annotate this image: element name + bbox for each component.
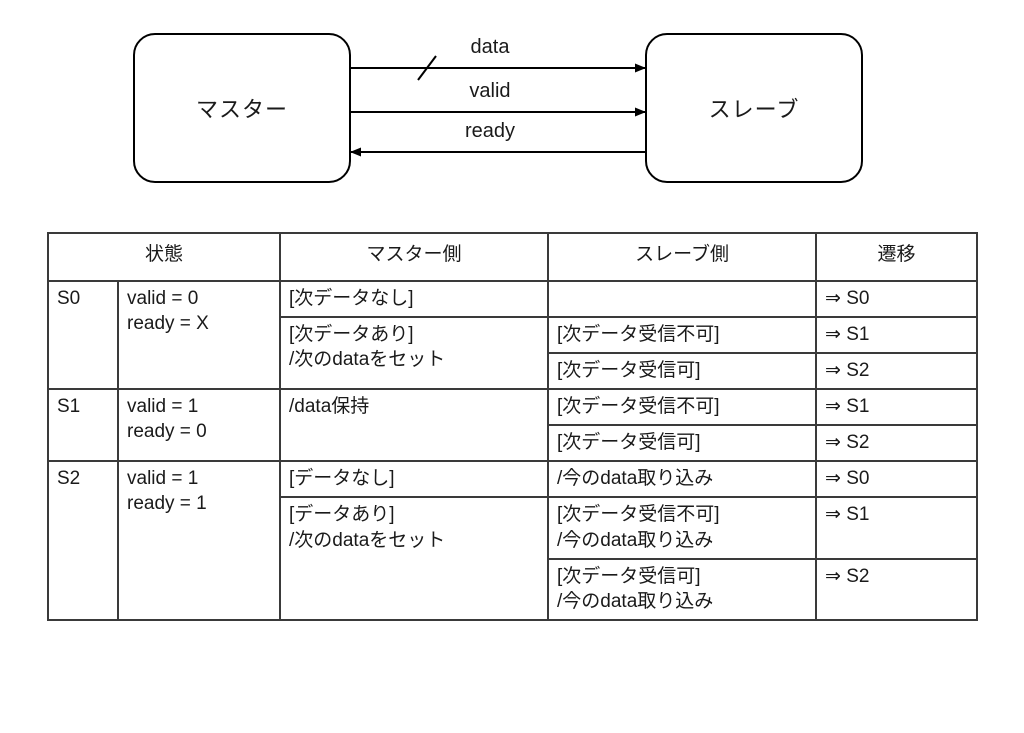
slave-side-cell: [次データ受信不可] <box>547 388 818 427</box>
state-name-cell: S0 <box>47 279 119 391</box>
slave-side-cell <box>547 279 818 319</box>
slave-side-cell: /今のdata取り込み <box>547 460 818 499</box>
slave-side-cell: [次データ受信可] <box>547 424 818 463</box>
master-node: マスター <box>133 33 351 183</box>
cell-line: ready = X <box>127 313 209 335</box>
slave-side-cell: [次データ受信可] <box>547 352 818 391</box>
header-slave-side: スレーブ側 <box>547 232 818 282</box>
cell-line: ready = 0 <box>127 421 207 443</box>
table-header-row: 状態 マスター側 スレーブ側 遷移 <box>46 232 979 282</box>
master-side-cell: [次データなし] <box>279 279 550 319</box>
master-side-cell: [データあり] /次のdataをセット <box>279 496 550 621</box>
table-row: S1 valid = 1 ready = 0/data保持 [次データ受信不可] ⇒ S… <box>47 388 979 463</box>
state-signals-cell: valid = 1 ready = 1 <box>116 460 282 621</box>
cell-line: /data保持 <box>289 396 370 418</box>
cell-line: [次データ受信可] <box>557 360 701 382</box>
table-body: S0 valid = 0 ready = X [次データなし] ⇒ S0 [次データあり]… <box>47 279 979 621</box>
master-side-cell: /data保持 <box>279 388 550 463</box>
cell-line: /次のdataをセット <box>289 529 446 551</box>
transition-target: ⇒ S2 <box>825 360 870 382</box>
master-side-cell: [データなし] <box>279 460 550 499</box>
table-row: S0 valid = 0 ready = X [次データなし] ⇒ S0 <box>47 279 979 391</box>
transition-cell: ⇒ S1 <box>815 496 979 560</box>
transition-cell: ⇒ S0 <box>815 460 979 499</box>
state-name-cell: S1 <box>47 388 119 463</box>
header-master-side: マスター側 <box>279 232 550 282</box>
bus-slash-icon <box>417 55 437 81</box>
transition-cell: ⇒ S2 <box>815 557 979 621</box>
cell-line: /次のdataをセット <box>289 349 446 371</box>
header-transition: 遷移 <box>815 232 979 282</box>
state-name: S1 <box>57 396 81 418</box>
slave-side-cell: [次データ受信可] /今のdata取り込み <box>547 557 818 621</box>
cell-line: [次データなし] <box>289 288 414 309</box>
cell-line: [次データ受信不可] <box>557 504 720 526</box>
transition-target: ⇒ S1 <box>825 396 870 418</box>
slave-node-label: スレーブ <box>708 97 800 122</box>
transition-cell: ⇒ S2 <box>815 352 979 391</box>
table-head: 状態 マスター側 スレーブ側 遷移 <box>46 232 979 282</box>
transition-target: ⇒ S0 <box>825 468 870 490</box>
transition-target: ⇒ S2 <box>825 565 870 587</box>
transition-target: ⇒ S1 <box>825 504 870 526</box>
transition-target: ⇒ S0 <box>825 288 870 309</box>
header-state: 状態 <box>46 232 282 282</box>
cell-line: /今のdata取り込み <box>557 590 714 612</box>
transition-target: ⇒ S1 <box>825 324 870 346</box>
signal-label-ready: ready <box>464 120 516 142</box>
transition-cell: ⇒ S1 <box>815 316 979 355</box>
master-node-label: マスター <box>195 97 288 122</box>
table-row: S2 valid = 1 ready = 1 [データなし] /今のdata取り込み ⇒ … <box>47 460 979 621</box>
transition-cell: ⇒ S0 <box>815 279 979 319</box>
transition-cell: ⇒ S2 <box>815 424 979 463</box>
cell-line: [次データ受信不可] <box>557 324 720 346</box>
table-row: [次データ受信可] /今のdata取り込み ⇒ S2 <box>48 557 979 621</box>
table-row: [次データ受信可] ⇒ S2 <box>48 352 979 391</box>
cell-line: [次データ受信可] <box>557 432 701 454</box>
cell-line: valid = 1 <box>127 396 199 418</box>
state-signals-cell: valid = 1 ready = 0 <box>116 388 282 463</box>
table-row: [次データあり] /次のdataをセット [次データ受信不可] ⇒ S1 <box>48 316 979 391</box>
cell-line: /今のdata取り込み <box>557 468 714 490</box>
handshake-block-diagram: マスター スレーブ data valid ready <box>0 0 1024 210</box>
cell-line: [次データ受信可] <box>557 565 701 587</box>
table-row: [次データ受信可] ⇒ S2 <box>48 424 979 463</box>
signal-label-valid: valid <box>469 80 511 102</box>
cell-line: [次データ受信不可] <box>557 396 720 418</box>
slave-side-cell: [次データ受信不可] /今のdata取り込み <box>547 496 818 560</box>
state-name-cell: S2 <box>47 460 119 621</box>
cell-line: [データなし] <box>289 468 395 490</box>
table-row: [データあり] /次のdataをセット [次データ受信不可] /今のdata取り込み ⇒… <box>48 496 979 621</box>
state-signals-cell: valid = 0 ready = X <box>116 279 282 391</box>
slave-side-cell: [次データ受信不可] <box>547 316 818 355</box>
cell-line: [データあり] <box>289 504 395 526</box>
cell-line: valid = 1 <box>127 468 199 490</box>
state-name: S2 <box>57 468 81 490</box>
transition-cell: ⇒ S1 <box>815 388 979 427</box>
signal-arrow-data <box>351 55 646 81</box>
transition-target: ⇒ S2 <box>825 432 870 454</box>
master-side-cell: [次データあり] /次のdataをセット <box>279 316 550 391</box>
cell-line: ready = 1 <box>127 493 207 515</box>
cell-line: valid = 0 <box>127 288 199 309</box>
state-name: S0 <box>57 288 81 309</box>
slave-node: スレーブ <box>645 33 863 183</box>
cell-line: [次データあり] <box>289 324 414 346</box>
signal-label-data: data <box>470 36 510 58</box>
cell-line: /今のdata取り込み <box>557 529 714 551</box>
